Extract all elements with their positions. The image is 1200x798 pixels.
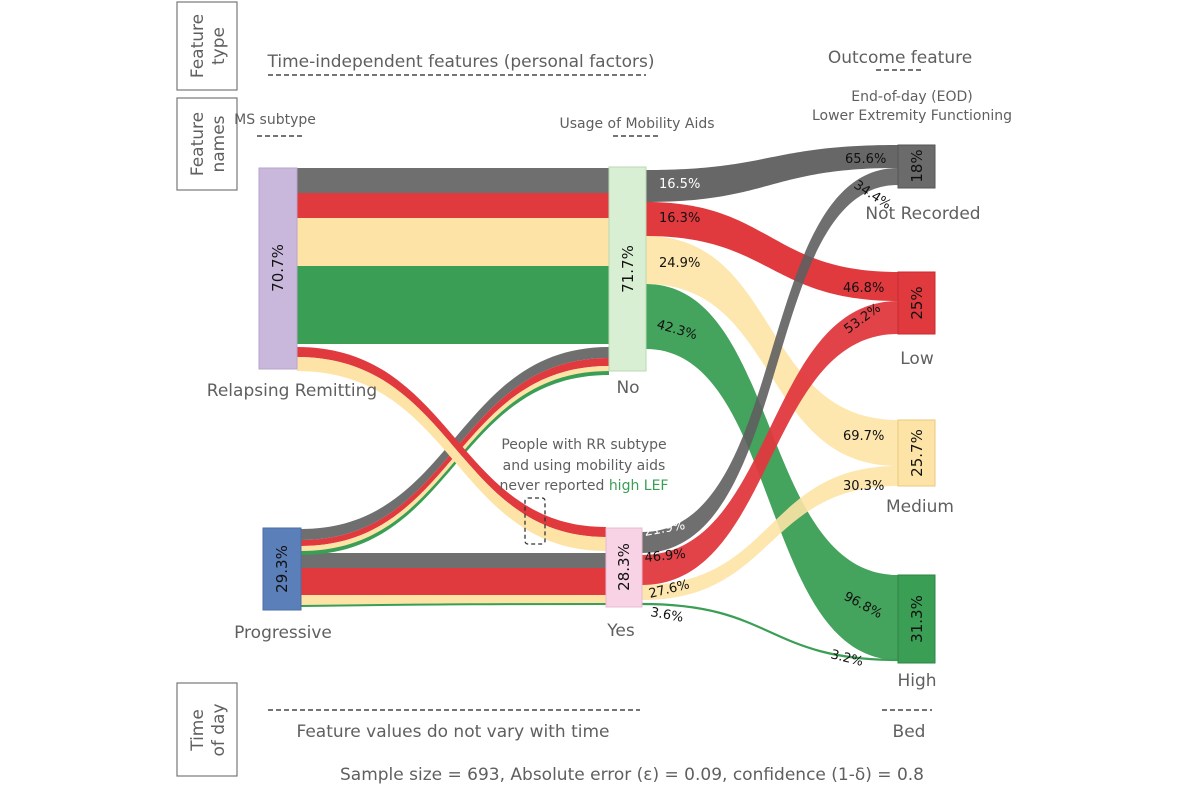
flow-prog-yes-yellow — [301, 595, 606, 605]
svg-text:25%: 25% — [908, 286, 926, 319]
svg-text:21.9%: 21.9% — [643, 518, 686, 540]
label-no: No — [616, 378, 639, 398]
svg-text:65.6%: 65.6% — [845, 152, 886, 167]
svg-text:3.2%: 3.2% — [829, 647, 865, 670]
label-not-recorded: Not Recorded — [865, 204, 980, 224]
svg-text:Time: Time — [188, 709, 208, 752]
node-progressive: 29.3% Progressive — [234, 527, 332, 643]
row-label-feature-names: Feature names — [176, 97, 238, 191]
svg-text:People with RR subtype: People with RR subtype — [501, 437, 666, 453]
svg-text:16.5%: 16.5% — [659, 177, 700, 192]
row-label-time-of-day: Time of day — [176, 682, 238, 777]
label-high: High — [897, 671, 936, 691]
flow-rr-no-red — [297, 193, 609, 218]
flow-no-notrecorded — [646, 145, 898, 202]
flow-yes-medium — [642, 466, 898, 600]
svg-text:29.3%: 29.3% — [273, 545, 291, 593]
label-no-vary: Feature values do not vary with time — [297, 722, 610, 742]
annotation-rr-mobility: People with RR subtype and using mobilit… — [500, 437, 669, 545]
label-bed: Bed — [893, 722, 926, 742]
svg-text:46.8%: 46.8% — [843, 281, 884, 296]
header-mobility-aids: Usage of Mobility Aids — [559, 116, 714, 132]
flows-rr-to-no — [297, 168, 609, 344]
flow-yes-low — [642, 301, 898, 585]
flow-rr-yes-yellow — [297, 357, 606, 551]
svg-text:never reported high LEF: never reported high LEF — [500, 478, 669, 494]
flows-rr-to-yes — [297, 347, 606, 551]
label-relapsing-remitting: Relapsing Remitting — [207, 381, 377, 401]
label-medium: Medium — [886, 497, 954, 517]
header-outcome: Outcome feature — [828, 48, 972, 68]
svg-text:69.7%: 69.7% — [843, 429, 884, 444]
flow-no-high — [646, 284, 898, 660]
node-high: 31.3% High — [897, 574, 937, 691]
svg-text:and using mobility aids: and using mobility aids — [503, 458, 666, 474]
flows-to-outcomes — [641, 145, 899, 662]
node-medium: 25.7% Medium — [886, 419, 954, 517]
svg-text:70.7%: 70.7% — [269, 244, 287, 292]
svg-text:Feature: Feature — [188, 112, 208, 176]
svg-text:16.3%: 16.3% — [659, 211, 700, 226]
flow-rr-yes-red — [297, 347, 606, 537]
flow-prog-yes-green — [300, 603, 607, 607]
svg-text:type: type — [209, 27, 229, 65]
flow-prog-no-green — [301, 371, 609, 555]
header-eod-line2: Lower Extremity Functioning — [812, 108, 1012, 124]
svg-text:28.3%: 28.3% — [615, 543, 633, 591]
node-low: 25% Low — [897, 271, 936, 369]
svg-text:names: names — [209, 115, 229, 172]
flow-yes-notrecorded — [642, 168, 898, 553]
svg-text:18%: 18% — [908, 149, 926, 182]
flow-rr-no-grey — [297, 168, 609, 193]
node-relapsing-remitting: 70.7% Relapsing Remitting — [207, 167, 377, 401]
svg-text:3.6%: 3.6% — [649, 605, 684, 626]
svg-text:46.9%: 46.9% — [644, 547, 687, 566]
label-yes: Yes — [606, 621, 635, 641]
svg-text:of day: of day — [209, 703, 229, 756]
svg-text:24.9%: 24.9% — [659, 256, 700, 271]
flow-yes-high — [641, 602, 899, 662]
flow-prog-yes-grey — [301, 553, 606, 568]
flow-prog-yes-red — [301, 568, 606, 595]
node-not-recorded: 18% Not Recorded — [865, 144, 981, 224]
svg-text:30.3%: 30.3% — [843, 479, 884, 494]
node-yes: 28.3% Yes — [605, 527, 643, 641]
svg-text:25.7%: 25.7% — [908, 429, 926, 477]
annotation-dashed-box — [524, 497, 546, 545]
header-ms-subtype: MS subtype — [234, 112, 316, 128]
flow-rr-no-yellow — [297, 218, 609, 266]
flow-rr-no-green — [297, 266, 609, 344]
flow-no-low — [646, 202, 898, 301]
header-eod-line1: End-of-day (EOD) — [851, 89, 972, 105]
row-label-feature-type: Feature type — [176, 1, 238, 91]
label-low: Low — [900, 349, 934, 369]
footer-sample-size: Sample size = 693, Absolute error (ε) = … — [340, 765, 924, 785]
svg-text:Feature: Feature — [188, 14, 208, 78]
flows-prog-to-yes — [300, 553, 607, 607]
header-time-independent: Time-independent features (personal fact… — [267, 52, 655, 72]
node-no: 71.7% No — [608, 166, 647, 398]
svg-text:71.7%: 71.7% — [619, 245, 637, 293]
svg-text:31.3%: 31.3% — [908, 595, 926, 643]
label-progressive: Progressive — [234, 623, 332, 643]
